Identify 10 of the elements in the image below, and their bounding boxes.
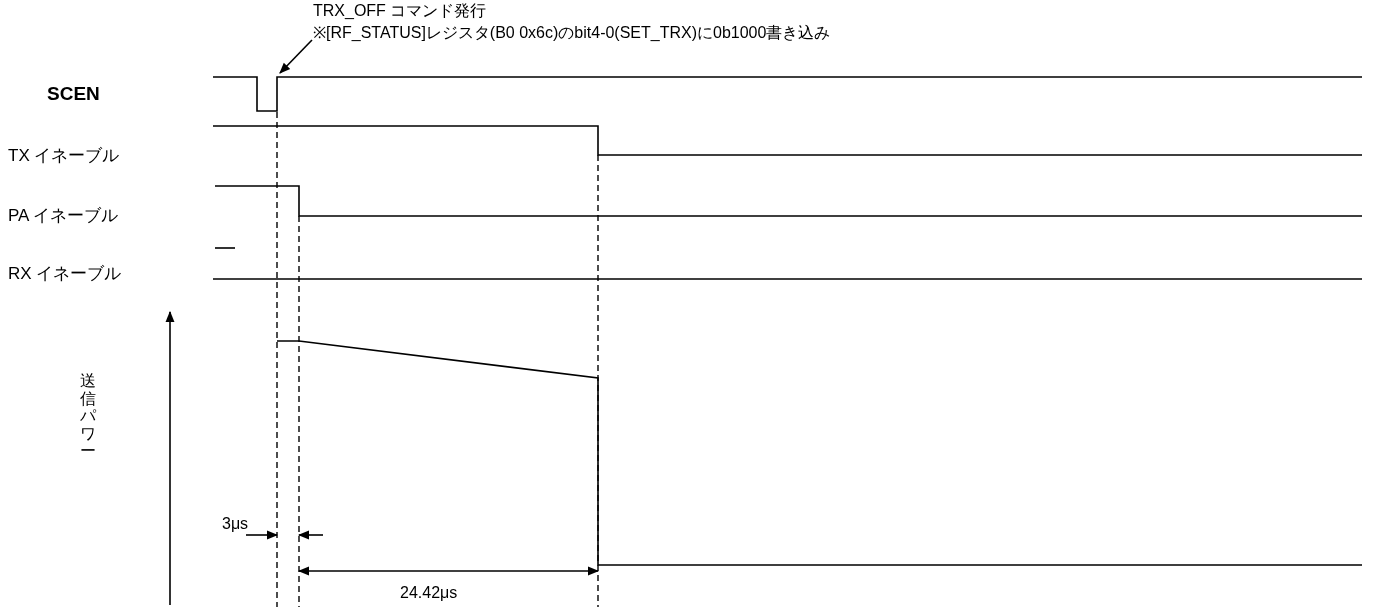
annotation-text: TRX_OFF コマンド発行 ※[RF_STATUS]レジスタ(B0 0x6c)のbit4-0(SET_TRX)に0b1000書き込み	[313, 0, 831, 44]
signal-name: RX イネーブル	[8, 263, 122, 285]
axis-label: 送信パワー	[80, 372, 96, 460]
pulse-waveform	[212, 76, 1363, 112]
dimension-label: 24.42μs	[400, 583, 458, 603]
signal-name: PA イネーブル	[8, 205, 119, 227]
signal-name: TX イネーブル	[8, 145, 120, 167]
dimension-label: 3μs	[222, 514, 249, 534]
signal-name: SCEN	[47, 82, 100, 106]
leader-arrow	[279, 39, 313, 74]
